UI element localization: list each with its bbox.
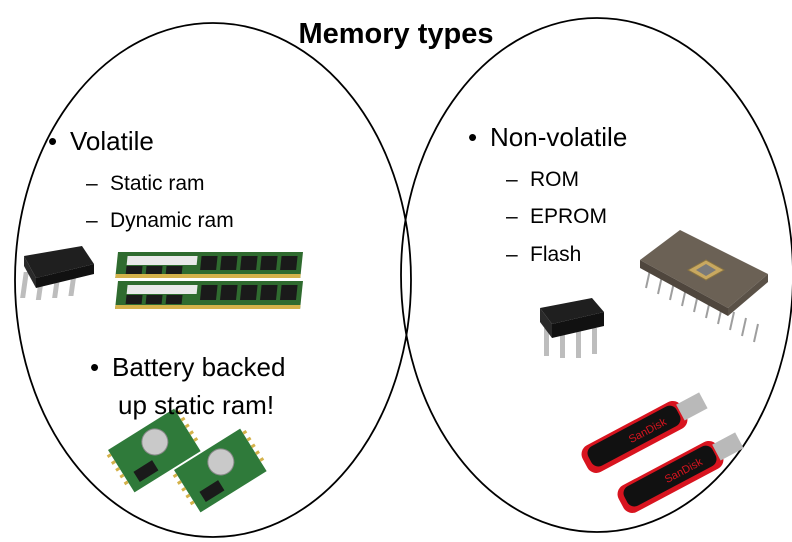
dynamic-ram-label: Dynamic ram (110, 209, 234, 232)
list-item: –Static ram (86, 172, 205, 196)
list-item: –EPROM (506, 205, 607, 229)
dash-glyph: – (506, 205, 518, 228)
dip-chip-icon (20, 246, 94, 300)
battery-backed-line2: up static ram! (118, 390, 275, 420)
bullet-glyph: • (48, 126, 58, 156)
battery-backed-bullet: • Battery backed (90, 352, 285, 383)
battery-sram-modules-icon (106, 408, 267, 513)
volatile-oval (14, 22, 412, 538)
list-item: –Flash (506, 243, 581, 267)
static-ram-label: Static ram (110, 172, 205, 195)
flash-label: Flash (530, 243, 582, 266)
volatile-heading-label: Volatile (70, 126, 154, 156)
usb-flash-drive-icon: SanDisk (617, 432, 744, 513)
eprom-chip-icon (640, 230, 768, 343)
non-volatile-heading-label: Non-volatile (490, 122, 628, 152)
rom-label: ROM (530, 168, 579, 191)
list-item: –ROM (506, 168, 579, 192)
volatile-heading: • Volatile (48, 126, 154, 157)
non-volatile-heading: • Non-volatile (468, 122, 627, 153)
rom-chip-icon (540, 298, 604, 358)
list-item: –Dynamic ram (86, 209, 234, 233)
eprom-label: EPROM (530, 205, 608, 228)
dash-glyph: – (86, 172, 98, 195)
dash-glyph: – (506, 168, 518, 191)
non-volatile-oval (400, 17, 792, 533)
bullet-glyph: • (468, 122, 478, 152)
dash-glyph: – (86, 209, 98, 232)
battery-backed-line1: Battery backed (112, 352, 286, 382)
ram-modules-icon (115, 252, 303, 309)
page-title: Memory types (298, 18, 494, 50)
bullet-glyph: • (90, 352, 100, 382)
usb-flash-drive-icon: SanDisk (581, 392, 708, 473)
dash-glyph: – (506, 243, 518, 266)
